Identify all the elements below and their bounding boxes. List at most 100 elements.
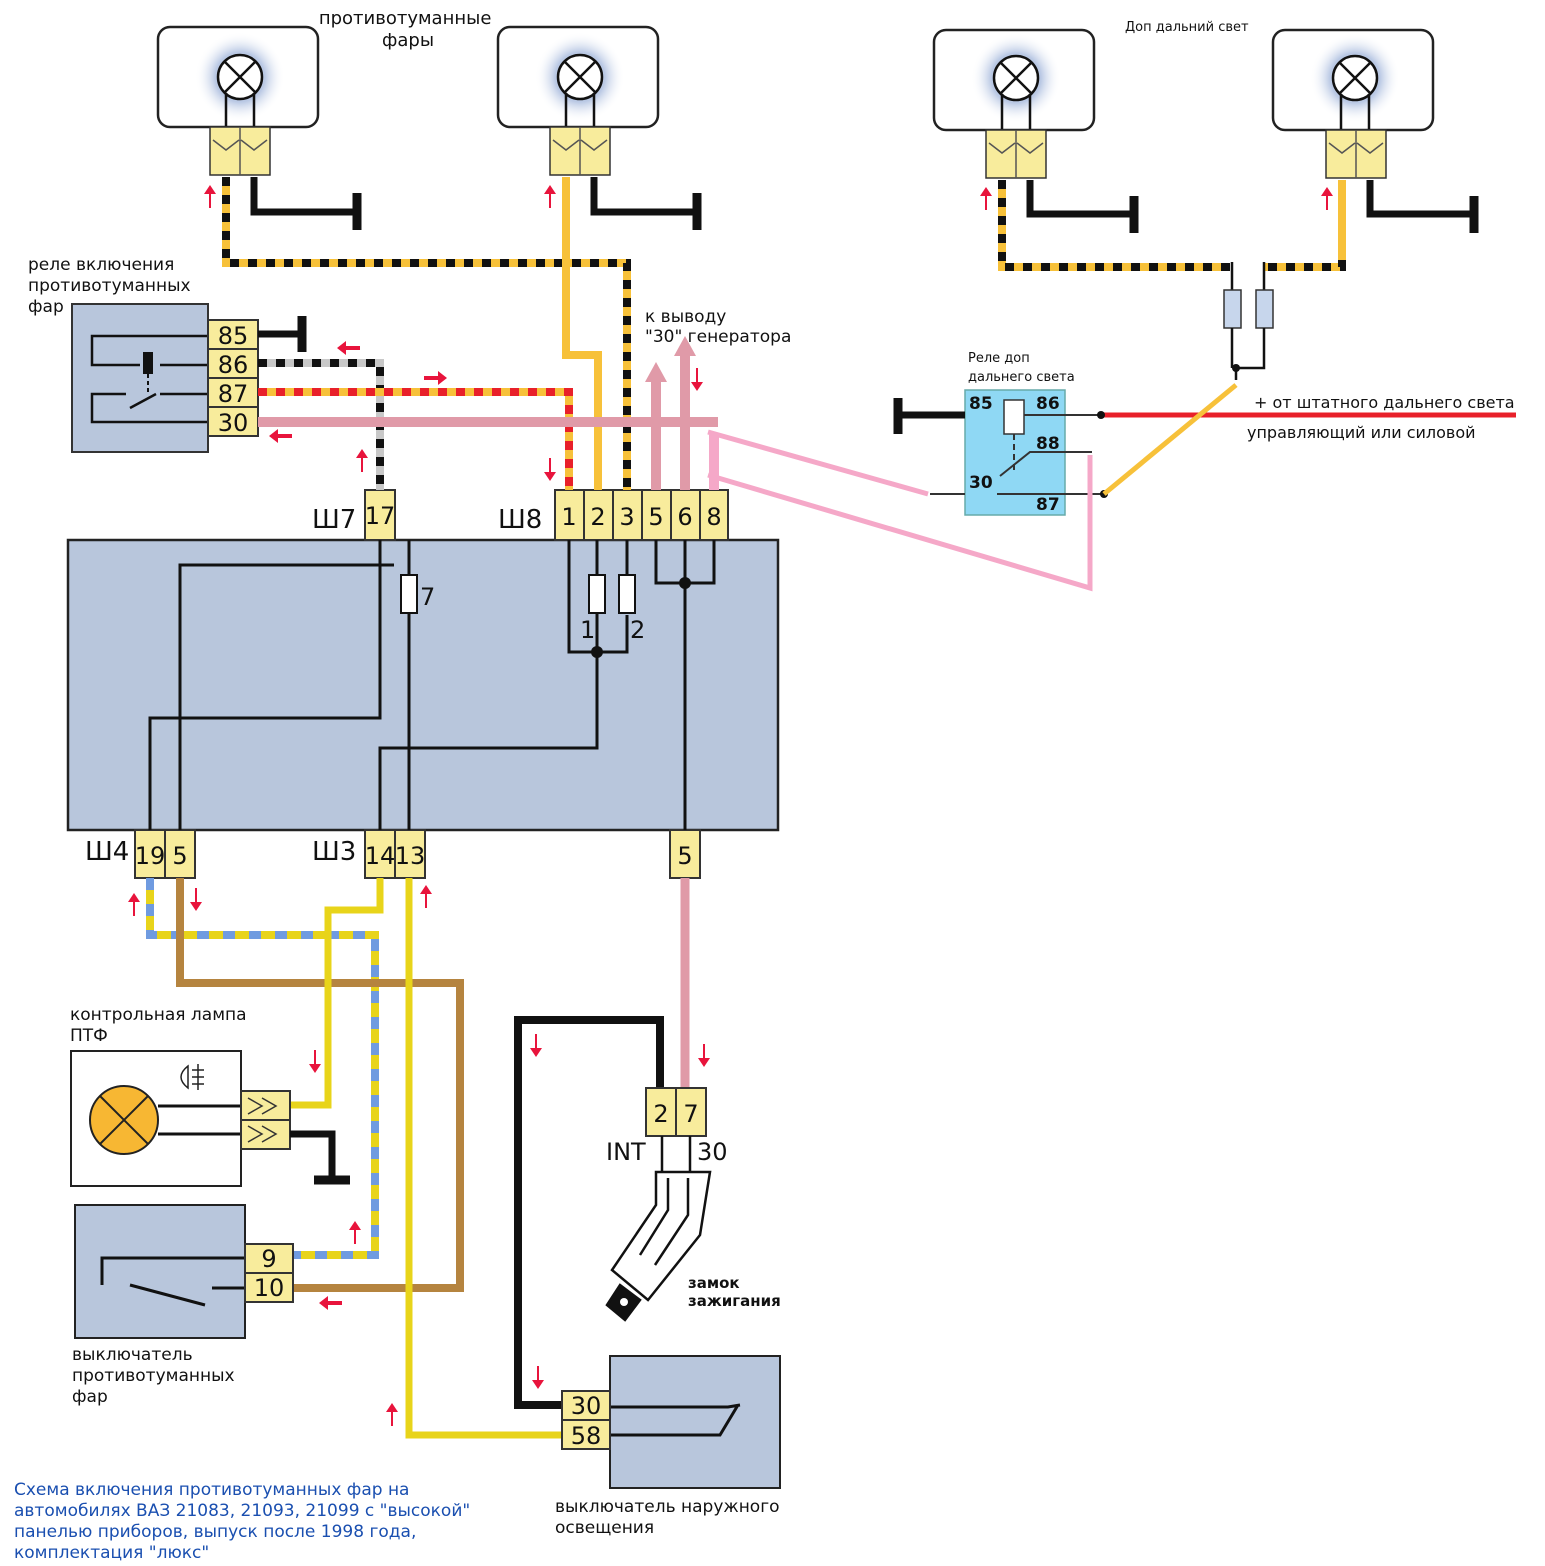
mounting-block	[66, 538, 780, 832]
arrow-left-icon	[319, 1296, 342, 1310]
arrow-up-icon	[128, 893, 140, 916]
current-arrows	[128, 185, 1333, 1426]
wire-relay-87	[258, 388, 573, 490]
arrow-up-icon	[674, 336, 696, 356]
arrow-up-icon	[349, 1221, 361, 1244]
relay-coil-icon	[143, 352, 153, 374]
relay-pin-88: 88	[1036, 434, 1060, 454]
connector-sh8: 1 2 3 5 6 8	[554, 489, 729, 541]
control-or-power-label: управляющий или силовой	[1247, 423, 1476, 442]
svg-text:13: 13	[395, 842, 426, 870]
svg-text:10: 10	[254, 1274, 285, 1302]
light-switch-label: выключатель наружного освещения	[555, 1497, 785, 1538]
connector-sh3-label: Ш3	[312, 837, 356, 867]
wire-blue-yellow	[146, 878, 379, 1259]
ignition-30-label: 30	[697, 1138, 728, 1166]
light-switch: 30 58	[561, 1355, 781, 1489]
svg-text:58: 58	[571, 1422, 602, 1450]
svg-text:1: 1	[561, 503, 576, 531]
arrow-up-icon	[204, 185, 216, 208]
control-lamp-label: контрольная лампа ПТФ	[70, 1005, 252, 1046]
fog-light-icon	[180, 1064, 204, 1090]
arrow-up-icon	[386, 1403, 398, 1426]
fuse-icon	[1255, 289, 1274, 329]
relay-pin-30: 30	[969, 473, 993, 493]
extra-beam-feed-wires	[998, 180, 1346, 380]
svg-text:5: 5	[172, 842, 187, 870]
relay-pin-86: 86	[1036, 394, 1060, 414]
arrow-right-icon	[424, 371, 447, 385]
fuse-2-label: 2	[630, 616, 645, 644]
fog-relay-pin-86: 86	[218, 351, 249, 379]
arrow-down-icon	[532, 1366, 544, 1389]
extra-beam-lamp-right	[1271, 28, 1435, 179]
relay-pin-85: 85	[969, 394, 993, 414]
connector-sh8-label: Ш8	[498, 505, 542, 535]
fog-relay: 85 86 87 30	[71, 303, 259, 453]
arrow-down-icon	[544, 458, 556, 481]
fog-relay-pin-85: 85	[218, 322, 249, 350]
wire-brown	[176, 878, 464, 1292]
extra-beam-label: Доп дальний свет	[1125, 20, 1249, 35]
arrow-down-icon	[309, 1050, 321, 1073]
arrow-left-icon	[269, 429, 292, 443]
fuse-7-label: 7	[420, 583, 435, 611]
ignition-int-label: INT	[606, 1138, 646, 1166]
relay-coil-icon	[1003, 399, 1025, 435]
arrow-down-icon	[698, 1044, 710, 1067]
extra-beam-lamp-left	[932, 28, 1096, 179]
fuse-icon	[1223, 289, 1242, 329]
arrow-up-icon	[645, 362, 667, 382]
wire-yellow-58	[405, 878, 562, 1439]
relay-pin-87: 87	[1036, 495, 1060, 515]
svg-text:7: 7	[683, 1100, 698, 1128]
extra-relay-label: Реле доп дальнего света	[968, 351, 1075, 385]
fuse-7-icon	[400, 574, 418, 614]
svg-text:6: 6	[677, 503, 692, 531]
fog-switch: 9 10	[74, 1204, 294, 1339]
connector-sh3: 14 13	[364, 829, 426, 879]
fog-switch-label: выключатель противотуманных фар	[72, 1345, 240, 1407]
wire-relay-86	[258, 359, 384, 490]
diagram-caption: Схема включения противотуманных фар на а…	[14, 1480, 476, 1563]
generator-label: к выводу "30" генератора	[645, 307, 791, 347]
svg-text:2: 2	[590, 503, 605, 531]
arrow-left-icon	[337, 341, 360, 355]
fuse-1-label: 1	[580, 616, 595, 644]
ignition-lock-label: замок зажигания	[688, 1274, 781, 1310]
connector-sh4: 19 5	[134, 829, 196, 879]
connector-sh7-label: Ш7	[312, 505, 356, 535]
fuse-2-icon	[618, 574, 636, 614]
control-lamp	[70, 1050, 291, 1187]
ignition-key-icon	[605, 1136, 712, 1322]
arrow-up-icon	[980, 187, 992, 210]
svg-text:19: 19	[135, 842, 166, 870]
svg-text:9: 9	[261, 1245, 276, 1273]
extra-beam-relay: 85 86 88 30 87	[964, 389, 1066, 516]
internal-wiring	[148, 540, 716, 830]
svg-text:3: 3	[619, 503, 634, 531]
wire-black-int	[514, 1016, 664, 1409]
svg-text:2: 2	[653, 1100, 668, 1128]
high-beam-source-label: + от штатного дальнего света	[1254, 393, 1515, 412]
arrow-up-icon	[356, 449, 368, 472]
fuse-1-icon	[588, 574, 606, 614]
arrow-up-icon	[420, 885, 432, 908]
arrow-down-icon	[530, 1034, 542, 1057]
svg-text:5: 5	[648, 503, 663, 531]
svg-text:8: 8	[706, 503, 721, 531]
bottom-pin-5: 5	[677, 842, 692, 870]
wire-fog-feed	[222, 177, 631, 490]
fog-relay-pin-87: 87	[218, 380, 249, 408]
wire-yellow-lamp	[290, 878, 384, 1109]
fog-lamp-left	[156, 25, 320, 176]
fog-relay-label: реле включения противотуманных фар	[28, 255, 196, 317]
arrow-up-icon	[544, 185, 556, 208]
ignition-connector: 2 7	[645, 1087, 707, 1137]
fog-lights-label: противотуманные фары	[319, 8, 497, 51]
svg-text:30: 30	[571, 1392, 602, 1420]
arrow-down-icon	[190, 888, 202, 911]
svg-text:14: 14	[365, 842, 396, 870]
fog-lamp-right	[496, 25, 660, 176]
